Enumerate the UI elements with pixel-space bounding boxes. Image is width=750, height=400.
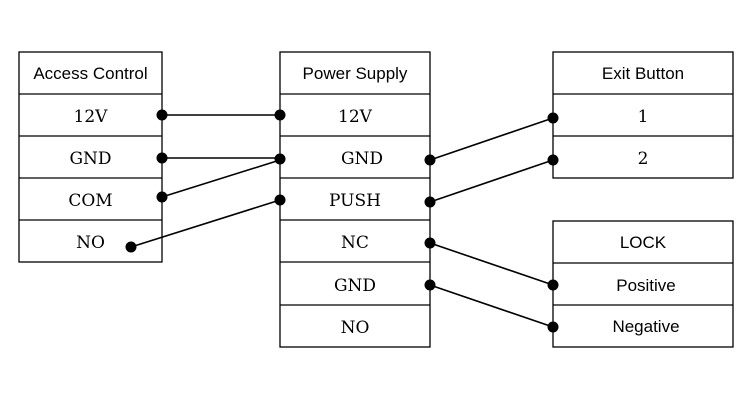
wire-ps-gnd-to-lock-negative [429, 284, 554, 328]
access-control-com-label: COM [68, 191, 112, 211]
lock-box: LOCK Positive Negative [552, 220, 734, 348]
access-control-12v-label: 12V [74, 107, 109, 127]
lock-title: LOCK [620, 233, 667, 252]
terminal-dot [274, 194, 286, 206]
power-supply-title: Power Supply [303, 64, 408, 83]
terminal-dot [424, 154, 436, 166]
terminal-dot [547, 154, 559, 166]
power-supply-nc-label: NC [341, 233, 369, 253]
wire-com-to-ps-gnd [161, 159, 281, 198]
terminal-dot [547, 279, 559, 291]
terminal-dot [424, 196, 436, 208]
power-supply-frame [279, 51, 431, 348]
wires [130, 114, 554, 328]
power-supply-box: Power Supply 12V GND PUSH NC GND NO [279, 51, 431, 348]
wire-ps-push-to-exit-2 [429, 159, 554, 203]
lock-negative-label: Negative [612, 317, 679, 336]
terminal-dot [125, 241, 137, 253]
access-control-title: Access Control [33, 64, 147, 83]
terminal-dot [424, 279, 436, 291]
power-supply-push-label: PUSH [329, 191, 381, 211]
terminal-dot [274, 109, 286, 121]
terminal-dot [424, 237, 436, 249]
exit-button-box: Exit Button 1 2 [552, 51, 734, 179]
power-supply-12v-label: 12V [338, 107, 373, 127]
terminal-dot [156, 191, 168, 203]
terminal-dot [156, 152, 168, 164]
terminal-dot [156, 109, 168, 121]
access-control-box: Access Control 12V GND COM NO [18, 51, 163, 263]
power-supply-gnd2-label: GND [334, 276, 376, 296]
power-supply-no-label: NO [341, 318, 370, 338]
exit-button-title: Exit Button [602, 64, 684, 83]
lock-frame [552, 220, 734, 348]
access-control-no-label: NO [76, 233, 105, 253]
access-control-gnd-label: GND [69, 149, 111, 169]
terminal-dot [547, 321, 559, 333]
wire-ps-nc-to-lock-positive [429, 242, 554, 286]
exit-button-terminal-2-label: 2 [638, 149, 649, 169]
terminal-dot [274, 153, 286, 165]
wire-no-to-ps-push [130, 199, 281, 248]
terminal-dot [547, 112, 559, 124]
wire-ps-gnd-to-exit-1 [429, 117, 554, 161]
power-supply-gnd-label: GND [341, 149, 383, 169]
access-control-frame [18, 51, 163, 263]
lock-positive-label: Positive [616, 276, 676, 295]
exit-button-terminal-1-label: 1 [638, 107, 649, 127]
terminal-dots [125, 109, 559, 333]
